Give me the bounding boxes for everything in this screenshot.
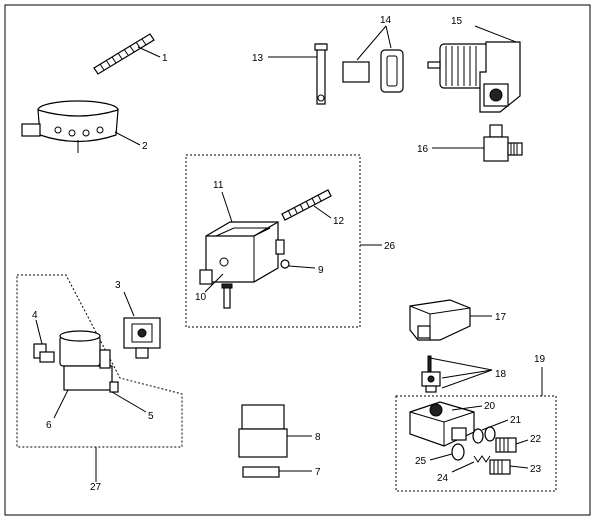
- part-6-valve: [59, 330, 119, 393]
- part-8-cup: [238, 404, 288, 458]
- callout-3: 3: [115, 280, 121, 291]
- part-1-spring: [93, 33, 155, 75]
- callout-22: 22: [530, 434, 542, 445]
- callout-25: 25: [415, 456, 427, 467]
- part-9-screw: [280, 259, 290, 269]
- part-25-ring: [451, 443, 465, 461]
- callout-13: 13: [252, 53, 264, 64]
- callout-10: 10: [195, 292, 207, 303]
- part-7-bar: [242, 466, 280, 478]
- leader-24: [451, 461, 475, 473]
- part-13-rod: [314, 43, 328, 105]
- callout-24: 24: [437, 473, 449, 484]
- leader-12: [313, 205, 332, 219]
- callout-18: 18: [495, 369, 507, 380]
- group-19-box: [395, 395, 557, 492]
- callout-5: 5: [148, 411, 154, 422]
- part-4-elbow: [33, 343, 55, 363]
- callout-14: 14: [380, 15, 392, 26]
- leader-15: [474, 25, 517, 43]
- leader-25: [429, 453, 453, 461]
- part-15-motor: [427, 41, 521, 113]
- leader-21: [481, 419, 509, 431]
- group-27-region: [16, 274, 183, 448]
- part-14-gasket: [342, 49, 404, 93]
- part-18-pins: [421, 355, 441, 393]
- callout-17: 17: [495, 312, 507, 323]
- part-22-fitting: [495, 437, 517, 453]
- callout-15: 15: [451, 16, 463, 27]
- callout-9: 9: [318, 265, 324, 276]
- part-23-fitting: [489, 459, 511, 475]
- leader-11: [221, 191, 233, 223]
- part-21-orings: [472, 426, 496, 444]
- leader-9: [288, 265, 316, 269]
- leader-18c: [441, 369, 493, 389]
- callout-26: 26: [384, 241, 396, 252]
- callout-16: 16: [417, 144, 429, 155]
- callout-11: 11: [213, 180, 224, 191]
- leader-1: [137, 46, 161, 58]
- part-24-spring: [473, 455, 491, 463]
- callout-7: 7: [315, 467, 321, 478]
- leader-3: [123, 291, 135, 317]
- callout-6: 6: [46, 420, 52, 431]
- leader-4: [35, 319, 43, 345]
- callout-8: 8: [315, 432, 321, 443]
- callout-20: 20: [484, 401, 496, 412]
- part-16-elbow: [483, 124, 523, 162]
- part-20-valve-body: [409, 401, 475, 447]
- part-3-connector: [123, 317, 161, 359]
- callout-23: 23: [530, 464, 542, 475]
- leader-14b: [385, 25, 392, 49]
- part-11-housing: [199, 221, 285, 285]
- leader-10: [204, 273, 224, 293]
- leader-2: [114, 131, 141, 146]
- leader-18b: [441, 369, 493, 379]
- leader-18a: [429, 357, 493, 371]
- leader-14a: [356, 25, 387, 61]
- leader-22: [515, 439, 529, 445]
- part-10-pin: [221, 283, 233, 309]
- callout-21: 21: [510, 415, 522, 426]
- callout-12: 12: [333, 216, 345, 227]
- leader-20: [451, 405, 483, 411]
- part-17-coil: [409, 299, 471, 341]
- leader-6: [53, 389, 69, 419]
- callout-27: 27: [90, 482, 102, 493]
- group-26-box: [185, 154, 361, 328]
- outer-frame: [4, 4, 591, 516]
- leader-5: [111, 391, 147, 413]
- callout-1: 1: [162, 53, 168, 64]
- part-2-ring: [21, 100, 119, 153]
- leader-23: [509, 465, 529, 469]
- callout-19: 19: [534, 354, 546, 365]
- callout-2: 2: [142, 141, 148, 152]
- callout-4: 4: [32, 310, 38, 321]
- part-12-spring: [281, 189, 332, 221]
